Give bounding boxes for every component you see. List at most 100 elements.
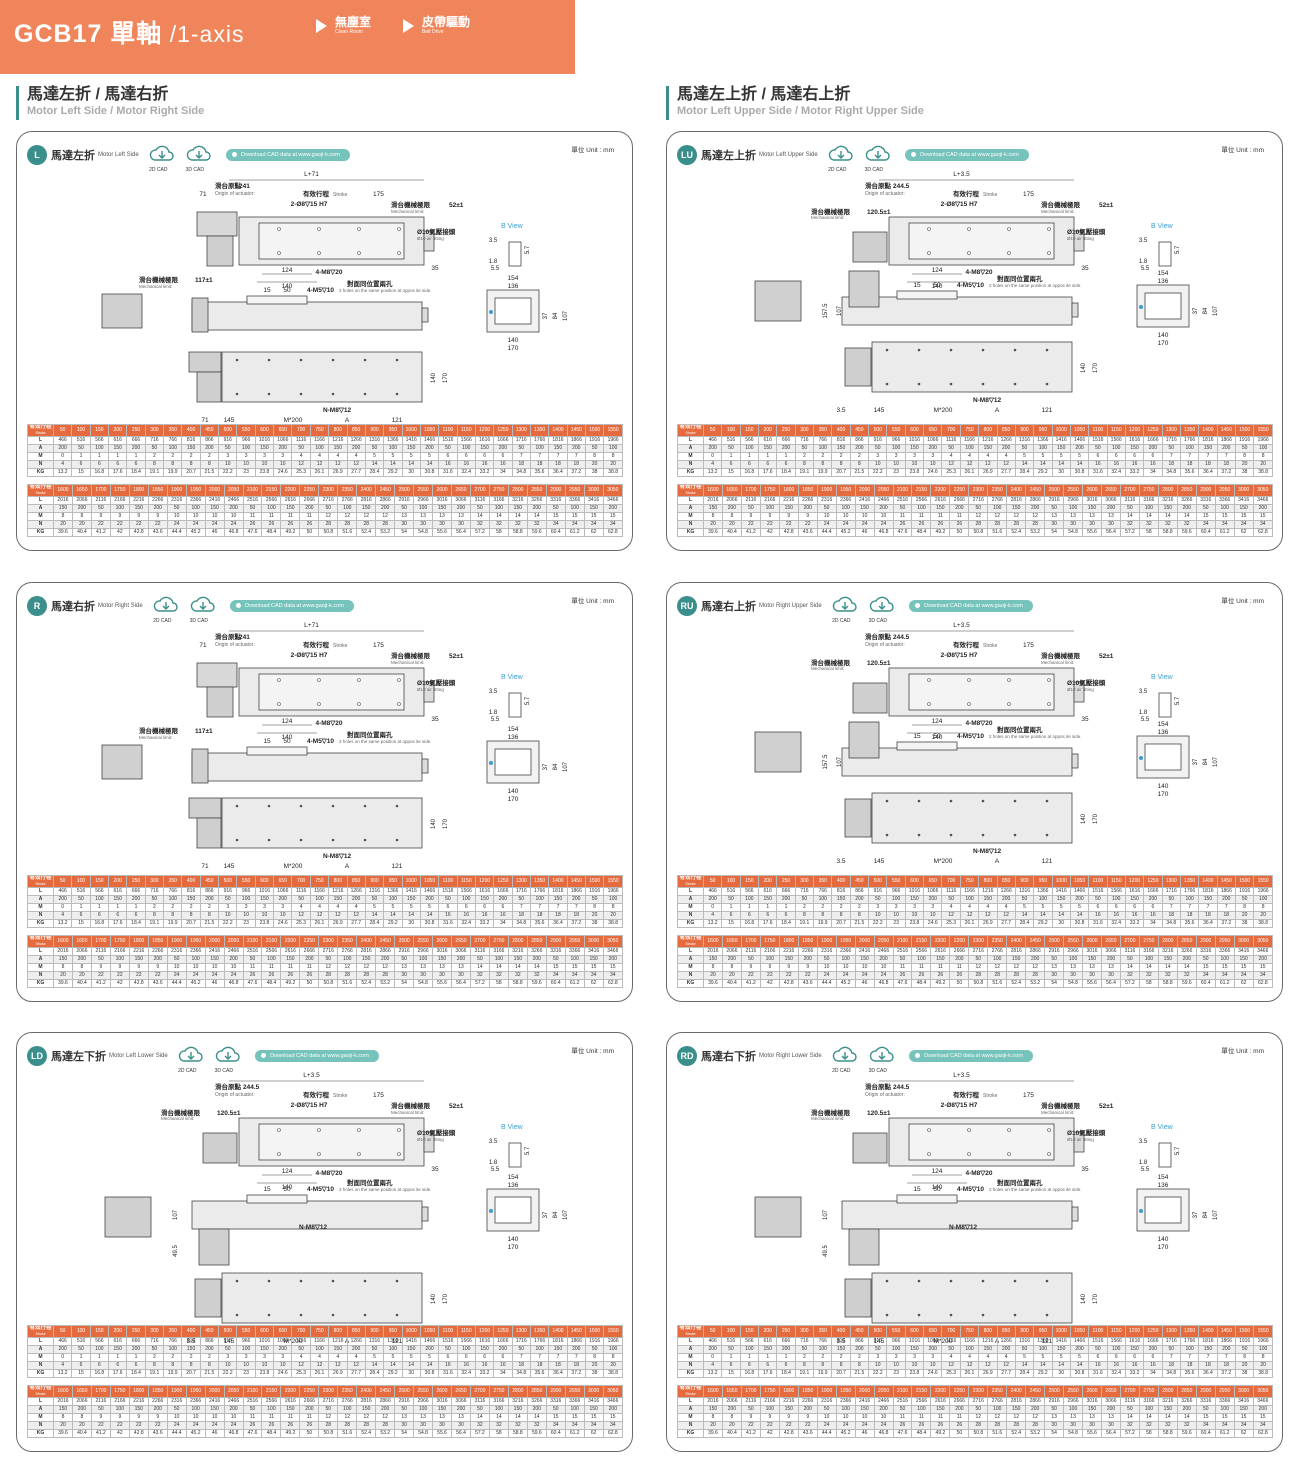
table-cell: 44.4	[166, 1429, 187, 1438]
download-cad-link[interactable]: Download CAD data at www.gaoji-k.com	[905, 149, 1029, 161]
table-cell: 200	[147, 1405, 168, 1414]
table-cell: 2266	[797, 1397, 818, 1406]
table-cell: 28	[968, 971, 989, 980]
table-cell: 816	[181, 436, 201, 445]
stroke-cell: 800	[328, 875, 348, 888]
table-cell: 200	[602, 1405, 624, 1414]
table-cell: 32	[526, 520, 547, 529]
table-cell: 100	[529, 1345, 550, 1354]
stroke-cell: 2250	[299, 1385, 320, 1398]
cad-2d-download-icon[interactable]: 2D CAD	[149, 144, 175, 173]
table-cell: 16.8	[89, 468, 110, 477]
origin-label-zh: 滑台原點	[215, 632, 242, 641]
table-cell: 53.2	[1025, 1429, 1046, 1438]
table-cell: 20	[721, 971, 742, 980]
table-cell: 45.2	[835, 979, 856, 988]
table-cell: 50	[364, 895, 385, 904]
table-cell: 28	[375, 1421, 396, 1430]
stroke-cell: 1350	[1179, 875, 1200, 888]
table-cell: 7	[1216, 903, 1236, 912]
stroke-cell: 350	[813, 424, 833, 437]
download-cad-link[interactable]: Download CAD data at www.gaoji-k.com	[226, 149, 350, 161]
table-cell: 200	[1143, 1345, 1163, 1354]
table-cell: 22	[797, 520, 818, 529]
table-cell: 25.3	[291, 1369, 311, 1378]
table-cell: 20.7	[831, 919, 851, 928]
table-cell: 100	[886, 1345, 906, 1354]
model-name: GCB17 單軸	[14, 20, 163, 48]
table-cell: 150	[831, 895, 851, 904]
cad-3d-download-icon[interactable]: 3D CAD	[865, 144, 891, 173]
table-cell: 14	[1069, 1361, 1090, 1370]
table-cell: 2666	[299, 496, 320, 505]
table-cell: 4	[978, 452, 998, 461]
download-cad-link[interactable]: Download CAD data at www.gaoji-k.com	[909, 1050, 1033, 1062]
table-cell: 100	[911, 1405, 932, 1414]
dim-35: 35	[431, 265, 439, 272]
bottom-hole	[981, 382, 985, 386]
cad-2d-download-icon[interactable]: 2D CAD	[153, 595, 179, 624]
table-cell: 1616	[1124, 436, 1145, 445]
table-cell: 38.8	[1253, 468, 1273, 477]
table-cell: 10	[204, 512, 225, 521]
mech-limit-right-en: Mechanical limit:	[1041, 1110, 1074, 1115]
table-cell: 8	[721, 963, 742, 972]
table-cell: 61.2	[564, 979, 585, 988]
table-cell: 20	[703, 520, 723, 529]
cad-3d-download-icon[interactable]: 3D CAD	[190, 595, 216, 624]
table-cell: 38.8	[1253, 919, 1273, 928]
table-cell: 16	[493, 1361, 513, 1370]
table-cell: 2	[813, 903, 833, 912]
row-label: A	[27, 1405, 54, 1414]
mount-hole	[927, 702, 931, 706]
table-cell: 150	[703, 955, 723, 964]
table-cell: 26	[261, 971, 282, 980]
cad-3d-download-icon[interactable]: 3D CAD	[869, 1045, 895, 1074]
cad-2d-download-icon[interactable]: 2D CAD	[832, 595, 858, 624]
download-cad-link[interactable]: Download CAD data at www.gaoji-k.com	[909, 600, 1033, 612]
table-cell: 7	[511, 903, 531, 912]
stroke-cell: 2950	[1214, 484, 1235, 497]
table-cell: 24.6	[923, 468, 943, 477]
download-cad-link[interactable]: Download CAD data at www.gaoji-k.com	[230, 600, 354, 612]
table-cell: 3	[868, 452, 888, 461]
table-cell: 2166	[759, 1397, 780, 1406]
table-cell: 50	[816, 955, 837, 964]
table-cell: 45.2	[185, 528, 206, 537]
stroke-cell: 2150	[261, 1385, 282, 1398]
table-cell: 1616	[474, 887, 495, 896]
stroke-cell: 3000	[583, 484, 604, 497]
table-cell: 2566	[911, 947, 932, 956]
cad-3d-download-icon[interactable]: 3D CAD	[869, 595, 895, 624]
variant-code-badge: LU	[677, 145, 697, 165]
table-cell: 150	[583, 1405, 604, 1414]
table-cell: 5	[364, 903, 385, 912]
table-cell: 200	[299, 955, 320, 964]
table-cell: 26.1	[309, 468, 330, 477]
download-cad-link[interactable]: Download CAD data at www.gaoji-k.com	[255, 1050, 379, 1062]
cad-2d-download-icon[interactable]: 2D CAD	[832, 1045, 858, 1074]
table-cell: 16	[438, 460, 458, 469]
table-cell: 50	[721, 444, 741, 453]
stroke-cell: 2450	[1025, 935, 1046, 948]
table-cell: 2	[181, 903, 201, 912]
table-cell: 47.6	[242, 979, 263, 988]
table-cell: 1516	[438, 887, 458, 896]
table-cell: 1766	[529, 887, 550, 896]
table-cell: 52.4	[356, 528, 377, 537]
row-label: N	[27, 460, 54, 469]
table-cell: 2	[849, 903, 870, 912]
table-cell: 28.4	[1014, 919, 1035, 928]
table-cell: 53.2	[375, 528, 396, 537]
cad-3d-download-icon[interactable]: 3D CAD	[215, 1045, 241, 1074]
table-cell: 8	[1253, 1353, 1273, 1362]
cad-2d-download-icon[interactable]: 2D CAD	[178, 1045, 204, 1074]
cad-2d-download-icon[interactable]: 2D CAD	[828, 144, 854, 173]
stroke-cell: 450	[199, 1325, 220, 1338]
cad-3d-download-icon[interactable]: 3D CAD	[186, 144, 212, 173]
stroke-cell: 250	[126, 875, 146, 888]
stroke-cell: 2700	[1119, 1385, 1140, 1398]
stroke-cell: 2850	[526, 935, 547, 948]
